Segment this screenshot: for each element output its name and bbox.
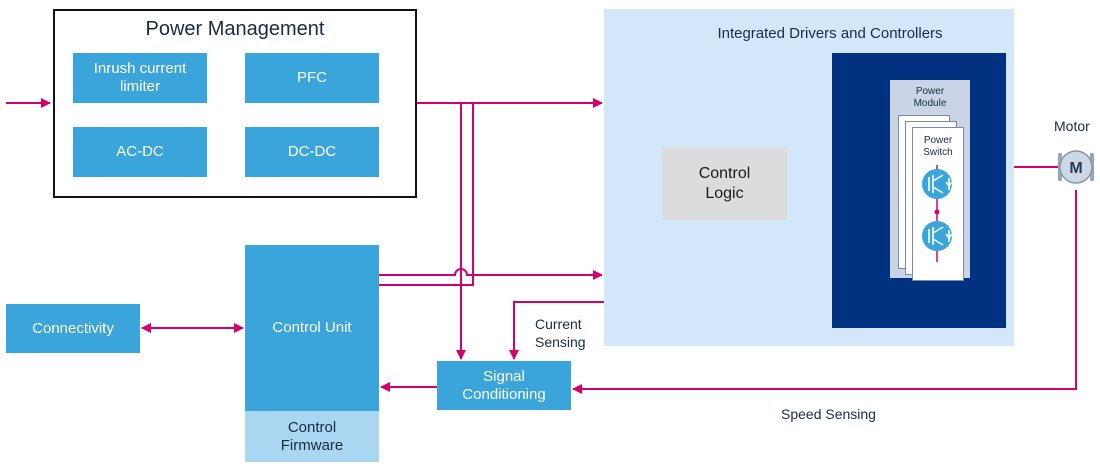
motor-symbol: M <box>1069 160 1082 177</box>
current-sensing-label: Current Sensing <box>535 316 586 350</box>
signal-conditioning-block: Signal Conditioning <box>437 361 571 410</box>
motor-icon <box>1058 150 1094 184</box>
drivers-title: Integrated Drivers and Controllers <box>717 25 943 42</box>
control-logic-block: Control Logic <box>662 147 787 220</box>
pfc-block: PFC <box>245 53 379 103</box>
igbt-transistor-icon <box>921 220 953 252</box>
inrush-current-limiter-block: Inrush current limiter <box>73 53 207 103</box>
control-to-drivers-wire <box>379 268 603 280</box>
power-to-control-wire <box>379 103 474 286</box>
igbt-transistor-icon <box>921 168 953 200</box>
motor-label: Motor <box>1054 118 1090 134</box>
speed-sensing-wire <box>572 190 1077 394</box>
power-module-label: Power Module <box>913 86 947 109</box>
power-switch-label: Power Switch <box>923 135 953 158</box>
power-switch-card <box>912 127 964 281</box>
connectivity-block: Connectivity <box>6 304 140 353</box>
current-sensing-wire <box>509 301 604 360</box>
control-unit-block: Control Unit <box>245 245 379 411</box>
dc-dc-block: DC-DC <box>245 127 379 177</box>
ac-dc-block: AC-DC <box>73 127 207 177</box>
power-management-title: Power Management <box>145 18 325 40</box>
control-firmware-block: Control Firmware <box>245 411 379 462</box>
speed-sensing-label: Speed Sensing <box>781 406 876 422</box>
